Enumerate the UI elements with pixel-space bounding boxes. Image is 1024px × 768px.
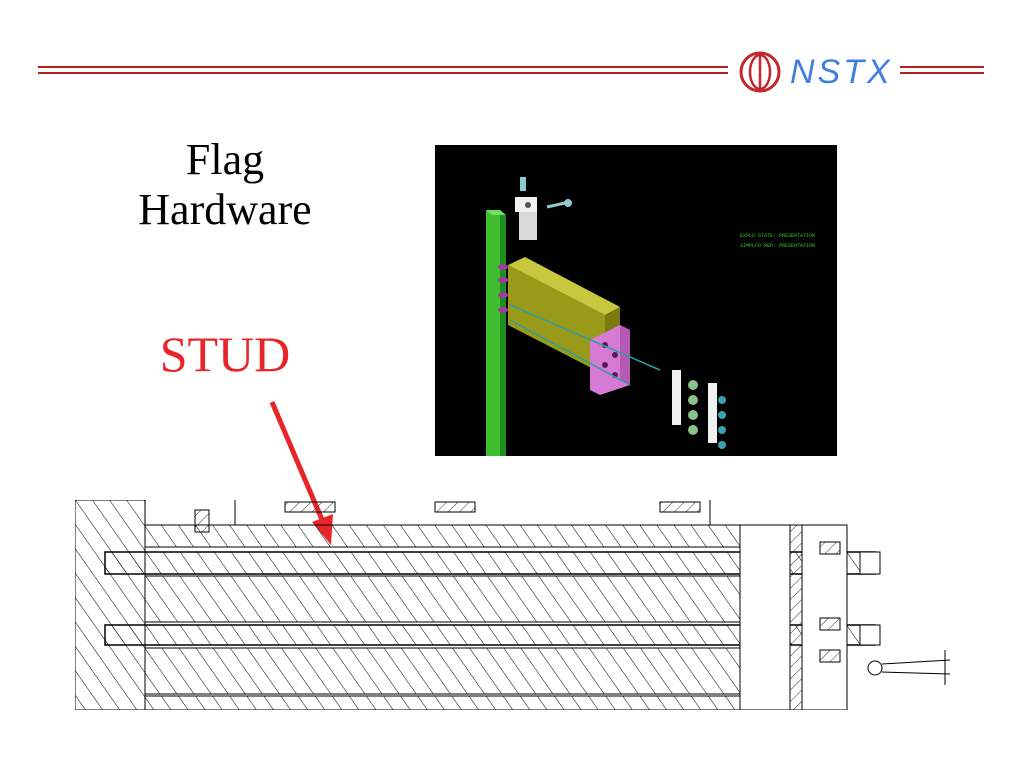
- stud-callout: STUD: [159, 326, 291, 382]
- cross-section-drawing: [75, 500, 951, 710]
- title-line-1: Flag: [185, 135, 265, 184]
- header-rule-right-bottom: [900, 72, 984, 74]
- cad-caption-1: EXPLD STATE: PRESENTATION: [740, 233, 815, 239]
- header-rule-left-top: [38, 66, 728, 68]
- logo-text: NSTX: [790, 53, 893, 91]
- header-rule-left-bottom: [38, 72, 728, 74]
- nstx-logo-icon: [739, 51, 781, 93]
- cad-caption-2: SIMPLFD REP: PRESENTATION: [740, 243, 815, 249]
- title-line-2: Hardware: [138, 185, 312, 234]
- cad-render-image: EXPLD STATE: PRESENTATION SIMPLFD REP: P…: [435, 145, 837, 456]
- slide-title: Flag Hardware: [100, 135, 350, 235]
- header-rule-right-top: [900, 66, 984, 68]
